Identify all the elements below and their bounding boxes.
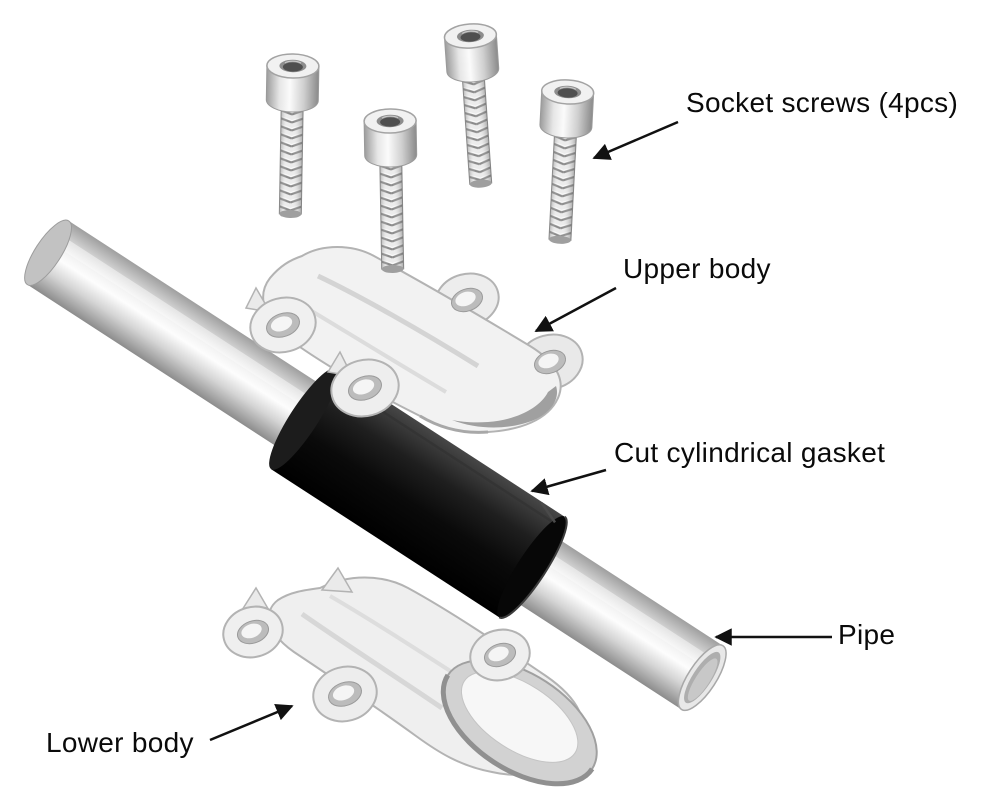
socket-screw-3: [442, 21, 508, 191]
lower-body-label: Lower body: [46, 727, 194, 758]
lower-body-illustration: [222, 566, 598, 787]
upper-body-arrow: [534, 286, 617, 333]
socket-screws-arrow: [592, 120, 679, 160]
lower-body-arrow: [209, 703, 294, 742]
lower-body-bolt-hole: [469, 628, 531, 682]
socket-screw-4: [533, 77, 596, 246]
leader-arrows: [209, 120, 832, 742]
lower-body-channel: [440, 659, 598, 787]
lower-body-bolt-hole: [222, 605, 284, 659]
upper-body-illustration: [244, 246, 584, 434]
gasket-arrow: [530, 468, 607, 496]
gasket-label: Cut cylindrical gasket: [614, 437, 886, 468]
lower-body-bolt-hole: [312, 665, 378, 723]
socket-screw-1: [263, 52, 320, 220]
upper-body-bolt-hole: [330, 358, 400, 418]
upper-body-label: Upper body: [623, 253, 771, 284]
socket-screws-label: Socket screws (4pcs): [686, 87, 959, 118]
gasket-cut-line: [540, 502, 557, 524]
upper-body-bolt-hole: [451, 287, 483, 313]
upper-body-bolt-hole: [249, 296, 317, 354]
socket-screw-2: [363, 107, 420, 275]
upper-body-bolt-hole: [534, 349, 566, 375]
pipe-illustration: [24, 219, 727, 712]
upper-body-arch-shadow: [452, 386, 558, 428]
pipe-label: Pipe: [838, 619, 896, 650]
lower-body-tab: [320, 566, 354, 593]
